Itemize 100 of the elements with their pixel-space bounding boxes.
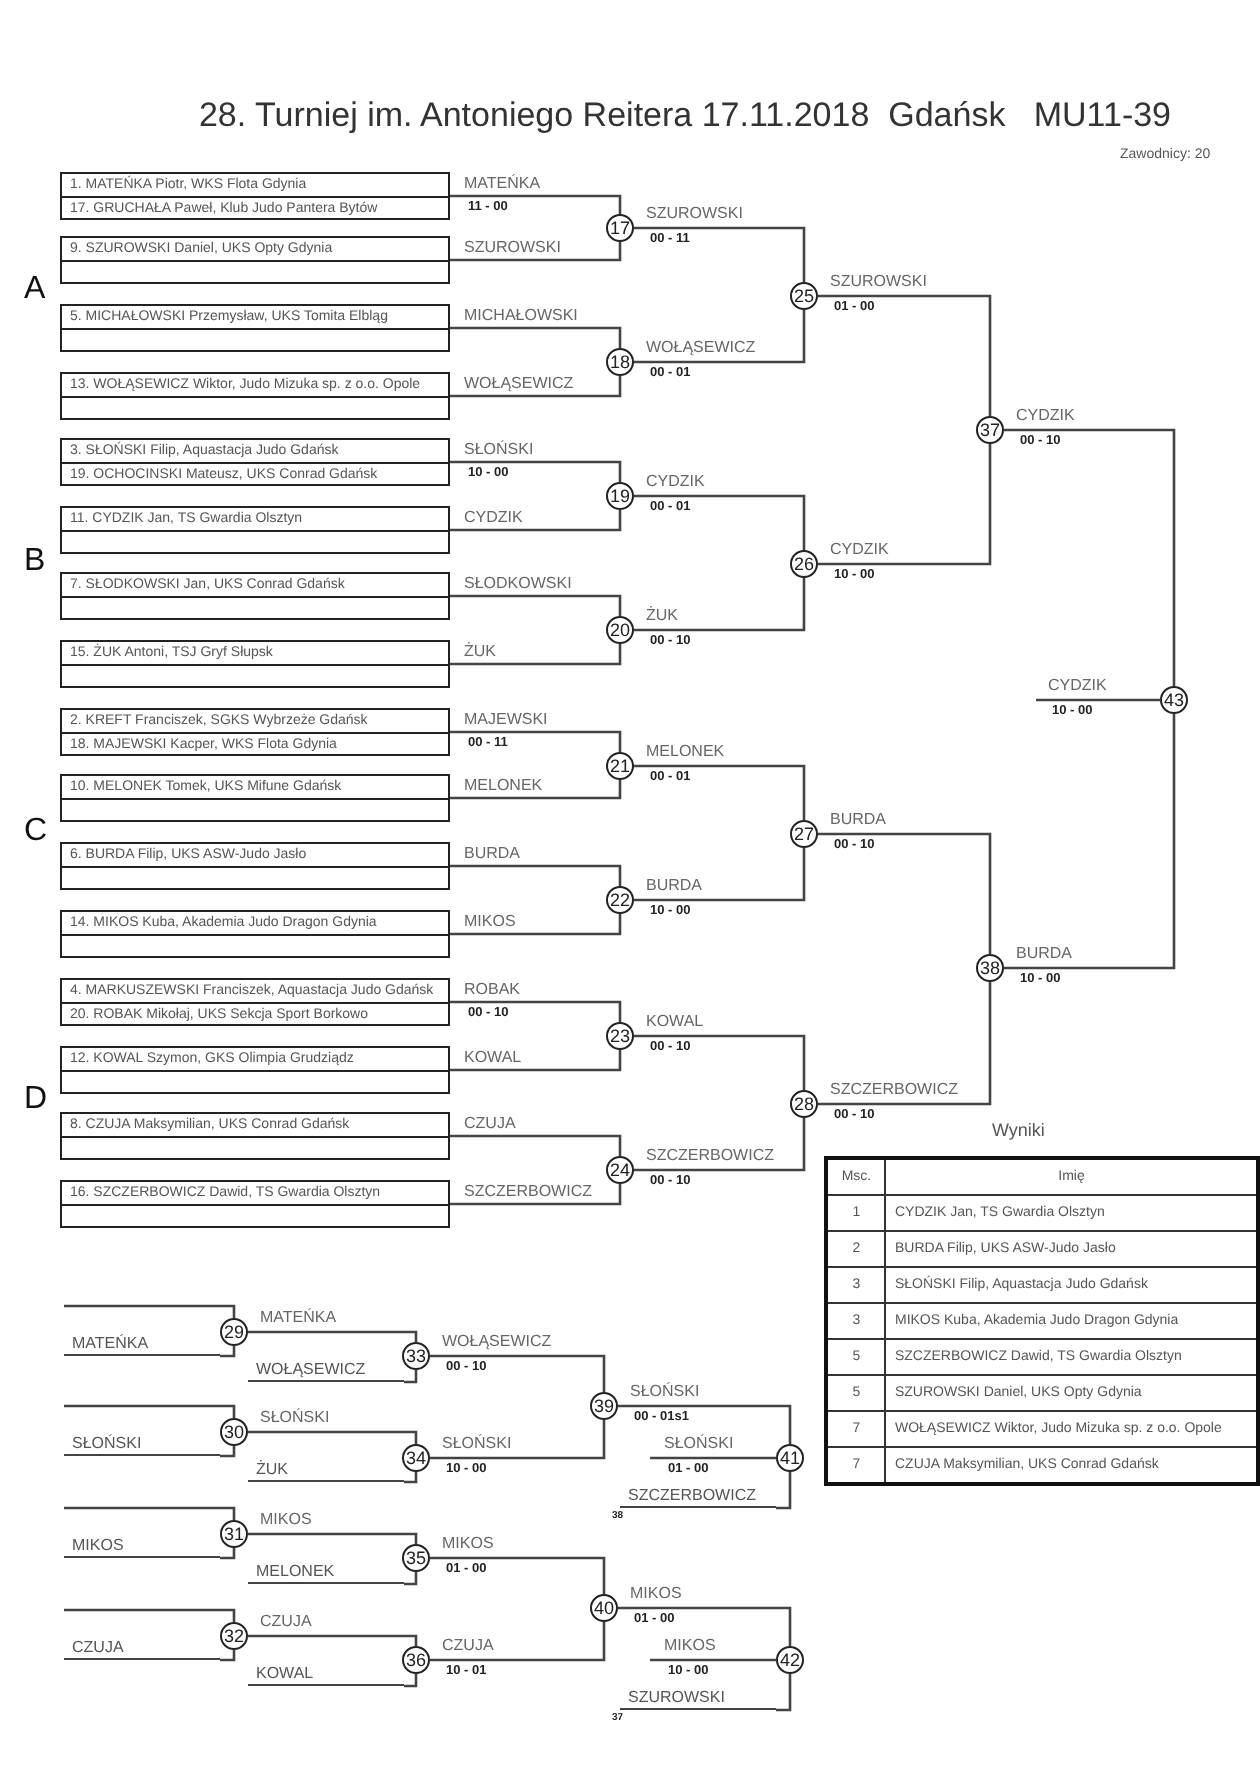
bracket-line [634,764,806,820]
bracket-line [818,444,992,566]
bracket-line [430,1354,606,1392]
table-title: Wyniki [992,1120,1045,1140]
winner-name: MICHAŁOWSKI [464,306,578,324]
bracket-line [450,914,622,936]
bracket-line [220,1346,236,1358]
winner-name: WOŁĄSEWICZ [646,338,756,356]
match-number: 41 [776,1444,804,1472]
bracket-line [776,1674,792,1712]
match-number: 28 [790,1090,818,1118]
match-number: 36 [402,1646,430,1674]
player-name: SŁOŃSKI [64,1432,220,1456]
match-number: 29 [220,1318,248,1346]
bracket-line [450,730,622,752]
winner-name: BURDA [1016,944,1073,962]
winner-name: BURDA [646,876,703,894]
entry-box [60,572,450,620]
bracket-line [634,226,806,282]
winner-name: SZUROWSKI [646,204,743,222]
title: 28. Turniej im. Antoniego Reitera 17.11.2018 Gdańsk MU11-39 [196,96,1174,136]
winner-name: SŁOŃSKI [664,1434,734,1452]
group-letter: B [24,544,46,580]
bracket-line [64,1608,236,1622]
entry-box [60,304,450,352]
winner-name: MIKOS [260,1510,312,1528]
bracket-line [220,1650,236,1662]
bracket-line [1004,714,1176,970]
bracket-line [818,294,992,416]
winner-name: CZUJA [260,1612,312,1630]
match-number: 33 [402,1342,430,1370]
winner-name: SŁODKOWSKI [464,574,572,592]
winner-name: CZUJA [442,1636,494,1654]
match-number: 23 [606,1022,634,1050]
match-number: 31 [220,1520,248,1548]
player-name: SZUROWSKI [620,1686,776,1710]
winner-name: SŁOŃSKI [260,1408,330,1426]
bracket-line [450,242,622,262]
winner-name: ROBAK [464,980,521,998]
winner-name: CYDZIK [646,472,705,490]
winner-name: MIKOS [664,1636,716,1654]
player-name: KOWAL [248,1662,404,1686]
match-number: 35 [402,1544,430,1572]
bracket-line [430,1556,606,1594]
bracket-line [248,1430,418,1444]
winner-name: MIKOS [442,1534,494,1552]
bracket-line [404,1472,418,1484]
winner-name: MATEŃKA [260,1308,337,1326]
match-number: 20 [606,616,634,644]
match-number: 34 [402,1444,430,1472]
bracket-line [818,832,992,954]
bracket-line [450,1000,622,1022]
bracket-line [634,848,806,902]
winner-name: SŁOŃSKI [442,1434,512,1452]
entry-box [60,438,450,486]
player-name: CZUJA [64,1636,220,1660]
group-letter: A [24,272,46,308]
winner-name: MIKOS [464,912,516,930]
bracket-line [634,1034,806,1090]
bracket-line [818,982,992,1106]
match-number: 27 [790,820,818,848]
bracket-line [634,578,806,632]
bracket-line [650,1456,776,1460]
bracket-line [618,1606,792,1646]
bracket-line [450,1184,622,1206]
winner-name: MAJEWSKI [464,710,548,728]
bracket-line [220,1548,236,1560]
winner-name: SZCZERBOWICZ [464,1182,592,1200]
match-number: 32 [220,1622,248,1650]
bracket-line [430,1420,606,1460]
match-number: 18 [606,348,634,376]
entry-box [60,1112,450,1160]
player-name: WOŁĄSEWICZ [248,1358,404,1382]
entry-box [60,708,450,756]
bracket-line [450,864,622,886]
match-number: 22 [606,886,634,914]
bracket-line [64,1304,236,1318]
bracket-line [404,1572,418,1586]
match-number: 42 [776,1646,804,1674]
bracket-line [430,1622,606,1662]
winner-name: CYDZIK [464,508,523,526]
bracket-line [634,310,806,364]
bracket-line [450,376,622,398]
entry-box [60,1180,450,1228]
match-number: 21 [606,752,634,780]
match-number: 43 [1160,686,1188,714]
winner-name: SŁOŃSKI [464,440,534,458]
entry-box [60,978,450,1026]
match-number: 38 [976,954,1004,982]
bracket-line [404,1370,418,1384]
winner-name: WOŁĄSEWICZ [442,1332,552,1350]
bracket-line [634,1118,806,1172]
entry-box [60,640,450,688]
match-number: 19 [606,482,634,510]
winner-name: CYDZIK [1016,406,1075,424]
bracket-line [248,1330,418,1342]
match-number: 39 [590,1392,618,1420]
winner-name: CZUJA [464,1114,516,1132]
player-name: MELONEK [248,1560,404,1584]
match-number: 30 [220,1418,248,1446]
